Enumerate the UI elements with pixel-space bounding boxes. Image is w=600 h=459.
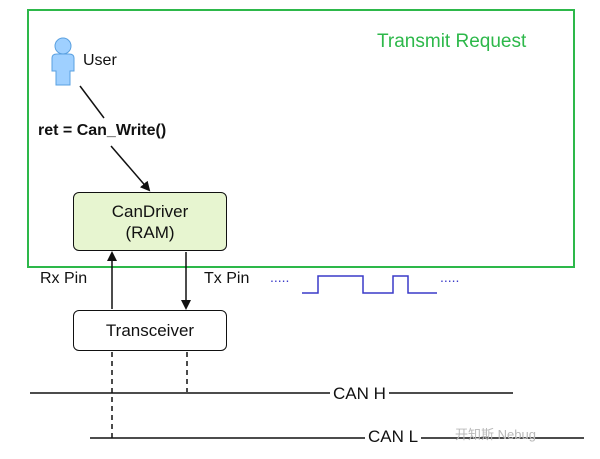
- signal-dots-left: .....: [270, 269, 289, 285]
- signal-dots-right: .....: [440, 269, 459, 285]
- candriver-sublabel: (RAM): [125, 222, 175, 242]
- call-label: ret = Can_Write(): [38, 122, 167, 139]
- watermark: 开知斯 Nebug: [455, 427, 536, 442]
- person-icon: [51, 37, 75, 86]
- user-connector: [79, 85, 105, 119]
- frame-title: Transmit Request: [377, 31, 527, 52]
- can-l-label: CAN L: [365, 427, 422, 447]
- signal-waveform: [302, 275, 437, 294]
- rx-pin-label: Rx Pin: [40, 270, 88, 287]
- candriver-label: CanDriver: [111, 201, 189, 221]
- candriver-box: CanDriver (RAM): [73, 192, 227, 251]
- transceiver-label: Transceiver: [105, 321, 195, 340]
- user-label: User: [83, 52, 117, 69]
- transmit-request-frame: [27, 9, 575, 268]
- transceiver-box: Transceiver: [73, 310, 227, 351]
- tx-pin-label: Tx Pin: [204, 270, 250, 287]
- call-arrow: [110, 145, 151, 192]
- can-h-label: CAN H: [330, 384, 389, 404]
